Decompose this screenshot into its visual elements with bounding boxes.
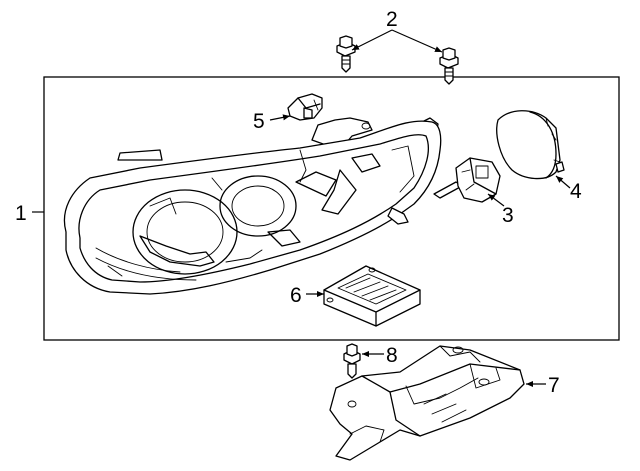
callout-7: 7 bbox=[548, 374, 560, 397]
callout-6: 6 bbox=[290, 284, 302, 307]
callout-2: 2 bbox=[386, 8, 398, 31]
bolt-small[interactable] bbox=[343, 343, 361, 379]
rear-cap[interactable] bbox=[496, 110, 565, 180]
headlamp-assembly[interactable] bbox=[63, 117, 442, 295]
callout-5: 5 bbox=[253, 110, 265, 133]
callout-4: 4 bbox=[570, 180, 582, 203]
leader-lines bbox=[32, 29, 571, 387]
callout-8: 8 bbox=[386, 344, 398, 367]
bolt-left[interactable] bbox=[336, 35, 356, 73]
hid-bulb[interactable] bbox=[433, 157, 501, 203]
mounting-bracket[interactable] bbox=[329, 345, 525, 461]
callout-3: 3 bbox=[502, 204, 514, 227]
bolt-right[interactable] bbox=[439, 47, 459, 85]
assembly-frame bbox=[43, 76, 620, 341]
bulb-socket[interactable] bbox=[287, 93, 323, 121]
callout-1: 1 bbox=[15, 202, 27, 225]
ballast-module[interactable] bbox=[323, 265, 421, 327]
